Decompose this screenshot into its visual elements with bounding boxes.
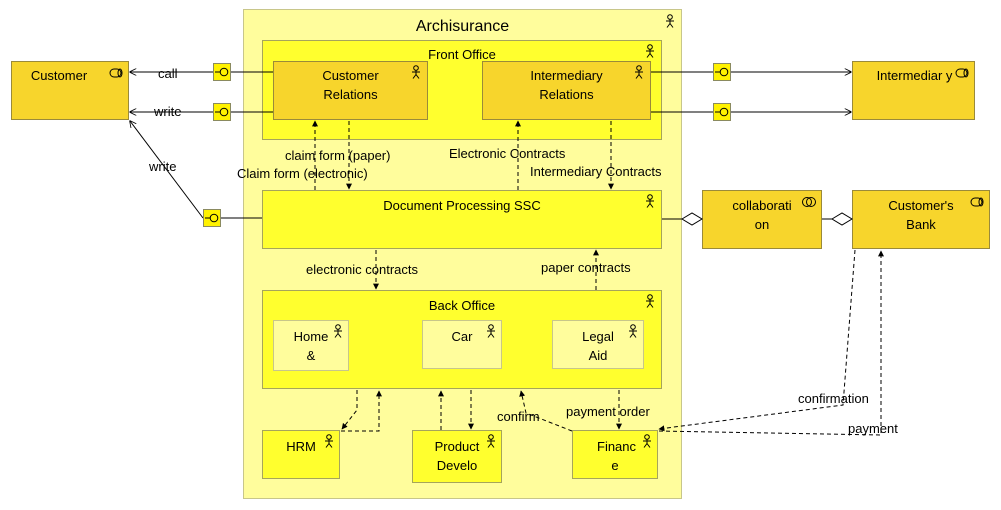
actor-icon <box>646 294 654 308</box>
product-develo-node[interactable]: Product Develo <box>412 430 502 483</box>
write-diag-label: write <box>149 159 177 174</box>
intermediary-interface-2[interactable] <box>713 103 731 121</box>
collaboration-node[interactable]: collaborati on <box>702 190 822 249</box>
role-icon <box>970 197 984 207</box>
home-node[interactable]: Home & <box>273 320 349 371</box>
intermediary-label: Intermediar y <box>876 68 953 83</box>
back-office-to-hrm-flow[interactable] <box>341 390 358 430</box>
confirm-label: confirm <box>497 409 540 424</box>
payment-flow[interactable] <box>658 250 884 436</box>
customer-write-diag-interface[interactable] <box>203 209 221 227</box>
actor-icon <box>325 434 333 448</box>
actor-icon <box>666 14 674 28</box>
customers-bank-node[interactable]: Customer's Bank <box>852 190 990 249</box>
confirmation-flow[interactable] <box>658 249 856 432</box>
confirmation-label: confirmation <box>798 391 869 406</box>
actor-icon <box>646 194 654 208</box>
electronic-contracts-up-label: Electronic Contracts <box>449 146 566 161</box>
role-icon <box>955 68 969 78</box>
interface-icon <box>715 67 729 77</box>
interface-icon <box>715 107 729 117</box>
intermediary-relations-label: Intermediary Relations <box>530 68 603 102</box>
product-develo-label: Product Develo <box>434 439 480 473</box>
intermediary-contracts-label: Intermediary Contracts <box>530 164 662 179</box>
collaboration-aggregation-link[interactable] <box>662 212 703 226</box>
document-processing-ssc[interactable]: Document Processing SSC <box>262 190 662 249</box>
back-office-label: Back Office <box>428 298 496 313</box>
customer-label: Customer <box>30 68 88 83</box>
document-processing-label: Document Processing SSC <box>383 198 541 213</box>
actor-icon <box>487 324 495 338</box>
payment-order-label: payment order <box>566 404 650 419</box>
car-node[interactable]: Car <box>422 320 502 369</box>
claim-paper-label: claim form (paper) <box>285 148 391 163</box>
intermediary-relations[interactable]: Intermediary Relations <box>482 61 651 120</box>
customers-bank-label: Customer's Bank <box>888 198 954 232</box>
interface-icon <box>205 213 219 223</box>
customer-node[interactable]: Customer <box>11 61 129 120</box>
intermediary-interface-1[interactable] <box>713 63 731 81</box>
hrm-node[interactable]: HRM <box>262 430 340 479</box>
electronic-contracts-down-label: electronic contracts <box>306 262 418 277</box>
collaboration-label: collaborati on <box>732 198 792 232</box>
paper-contracts-label: paper contracts <box>541 260 631 275</box>
customer-write-interface[interactable] <box>213 103 231 121</box>
archisurance-title: Archisurance <box>415 18 510 35</box>
actor-icon <box>412 65 420 79</box>
actor-icon <box>629 324 637 338</box>
customer-relations[interactable]: Customer Relations <box>273 61 428 120</box>
write-label: write <box>154 104 182 119</box>
actor-icon <box>487 434 495 448</box>
bank-aggregation-link[interactable] <box>822 212 853 226</box>
actor-icon <box>646 44 654 58</box>
finance-node[interactable]: Financ e <box>572 430 658 479</box>
legal-aid-label: Legal Aid <box>582 329 614 363</box>
interface-icon <box>215 67 229 77</box>
customer-call-interface[interactable] <box>213 63 231 81</box>
hrm-label: HRM <box>286 439 316 454</box>
legal-aid-node[interactable]: Legal Aid <box>552 320 644 369</box>
front-office-label: Front Office <box>428 47 496 62</box>
claim-electronic-label: Claim form (electronic) <box>237 166 368 181</box>
car-label: Car <box>451 329 473 344</box>
home-label: Home & <box>293 329 329 363</box>
collaboration-icon <box>802 197 816 207</box>
confirm-flow[interactable] <box>519 390 573 432</box>
customer-relations-label: Customer Relations <box>322 68 379 102</box>
payment-label: payment <box>848 421 898 436</box>
hrm-to-back-office-flow[interactable] <box>341 390 382 432</box>
actor-icon <box>635 65 643 79</box>
actor-icon <box>334 324 342 338</box>
intermediary-node[interactable]: Intermediar y <box>852 61 975 120</box>
customer-write-diag-link[interactable] <box>130 121 262 219</box>
finance-label: Financ e <box>597 439 637 473</box>
interface-icon <box>215 107 229 117</box>
call-label: call <box>158 66 178 81</box>
role-icon <box>109 68 123 78</box>
actor-icon <box>643 434 651 448</box>
